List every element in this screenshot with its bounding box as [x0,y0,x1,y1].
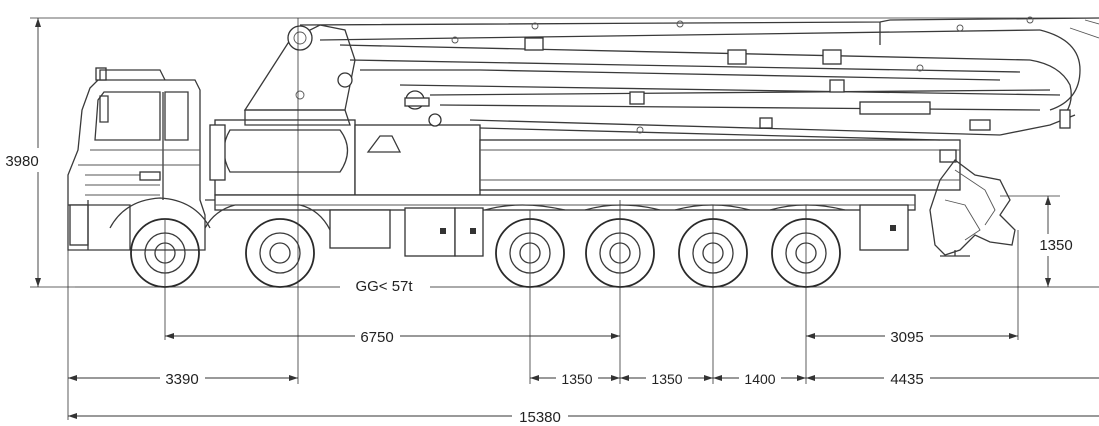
truck-cab [67,67,225,251]
axle-span-value: 6750 [360,329,393,346]
overall-length-dimension: 15380 [68,406,1099,426]
gross-weight-label: GG< 57t [355,278,413,295]
dim-row-upper: 6750 3095 [165,326,1018,346]
outrigger-height-dimension: 1350 [1000,195,1078,287]
dim-row-lower: 3390 1350 1350 1400 4435 [68,368,1099,388]
boom-assembly [243,16,1099,141]
rear-overhang-value: 3095 [890,329,923,346]
overall-length-value: 15380 [519,409,561,426]
centerlines [67,18,1019,420]
front-to-kingpin-value: 3390 [165,371,198,388]
rear-wheels [495,218,841,288]
axle-gap-1-value: 1350 [561,371,592,387]
axle-gap-3-value: 1400 [744,371,775,387]
height-dimension: 3980 [0,17,1099,288]
height-value: 3980 [5,153,38,170]
ground-line: GG< 57t [75,278,1099,295]
rear-outrigger [929,159,1016,257]
outrigger-height-value: 1350 [1039,237,1072,254]
chassis [109,119,961,257]
front-wheels [130,218,315,288]
rear-to-end-value: 4435 [890,371,923,388]
axle-gap-2-value: 1350 [651,371,682,387]
